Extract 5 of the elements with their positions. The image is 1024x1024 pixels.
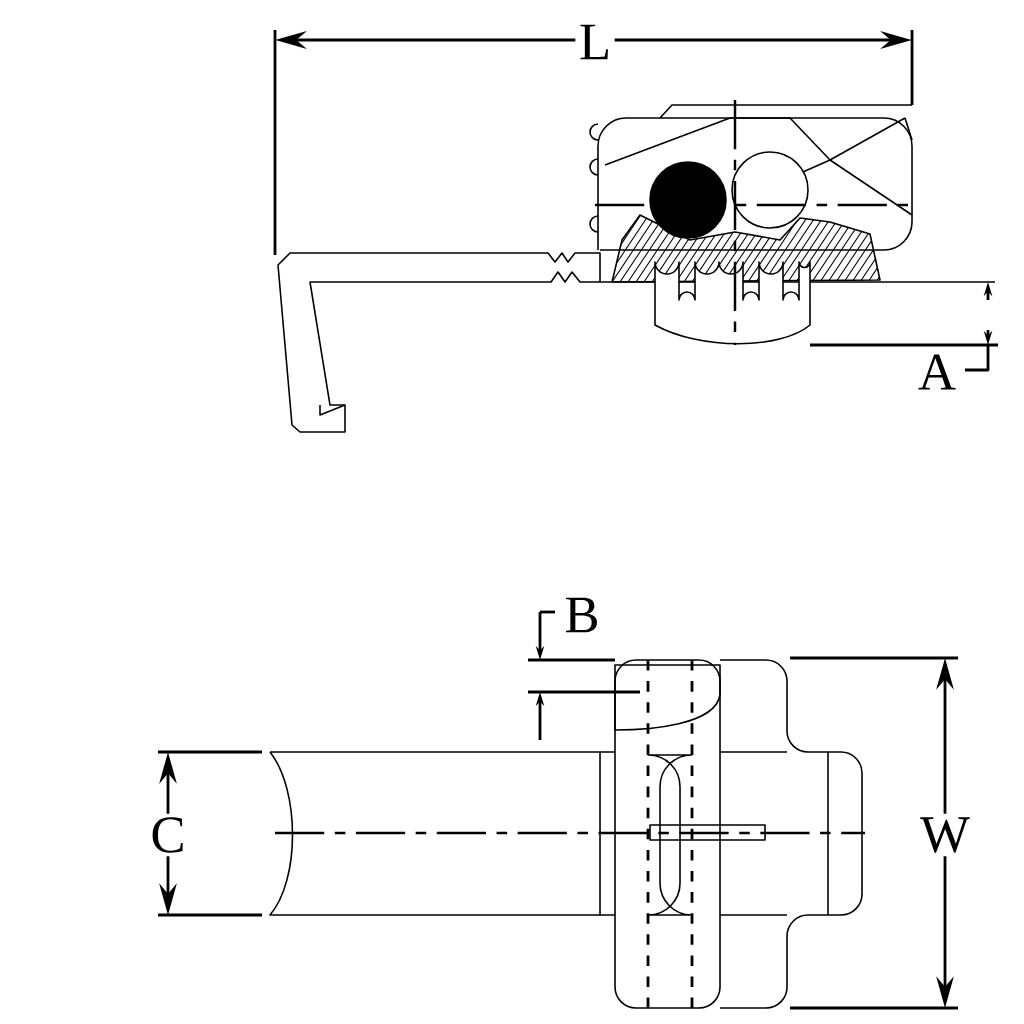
- dimension-label: L: [575, 21, 615, 63]
- dimension-label: A: [914, 351, 960, 393]
- dimension-label: W: [916, 813, 974, 857]
- dimension-label: C: [146, 813, 190, 857]
- dimension-label: B: [560, 594, 604, 636]
